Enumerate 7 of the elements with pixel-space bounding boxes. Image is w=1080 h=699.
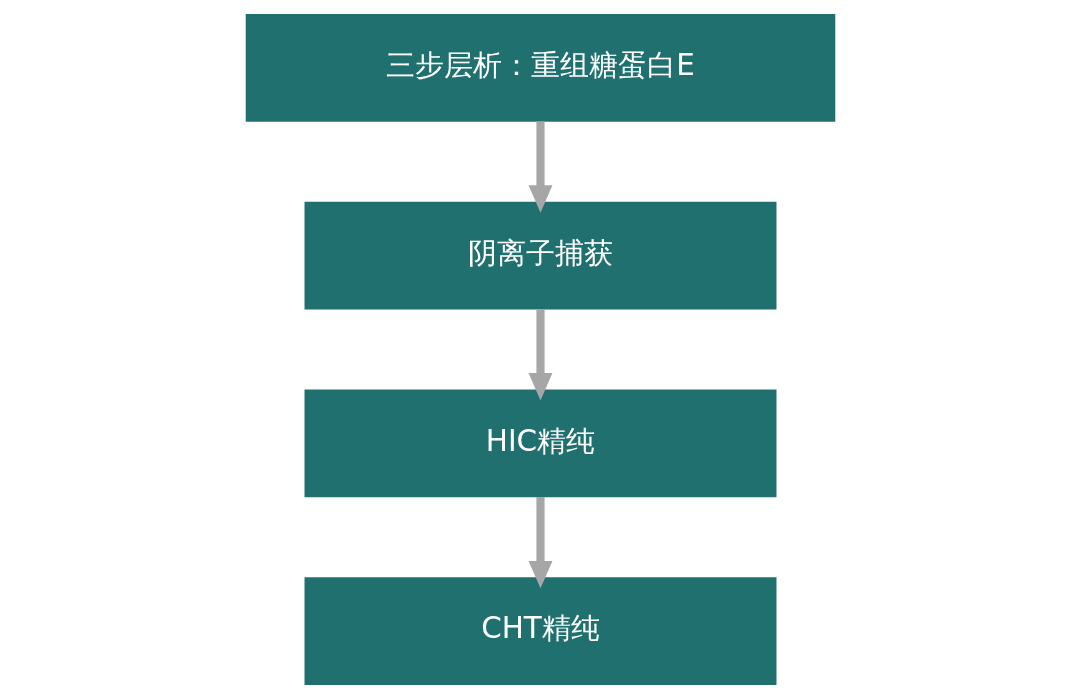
node-box: 三步层析：重组糖蛋白E	[245, 13, 835, 122]
node-box: 阴离子捕获	[304, 201, 776, 310]
arrow	[528, 309, 552, 401]
arrow	[528, 121, 552, 213]
node-box: HIC精纯	[304, 389, 776, 498]
arrow	[528, 496, 552, 589]
node-box: CHT精纯	[304, 577, 776, 686]
